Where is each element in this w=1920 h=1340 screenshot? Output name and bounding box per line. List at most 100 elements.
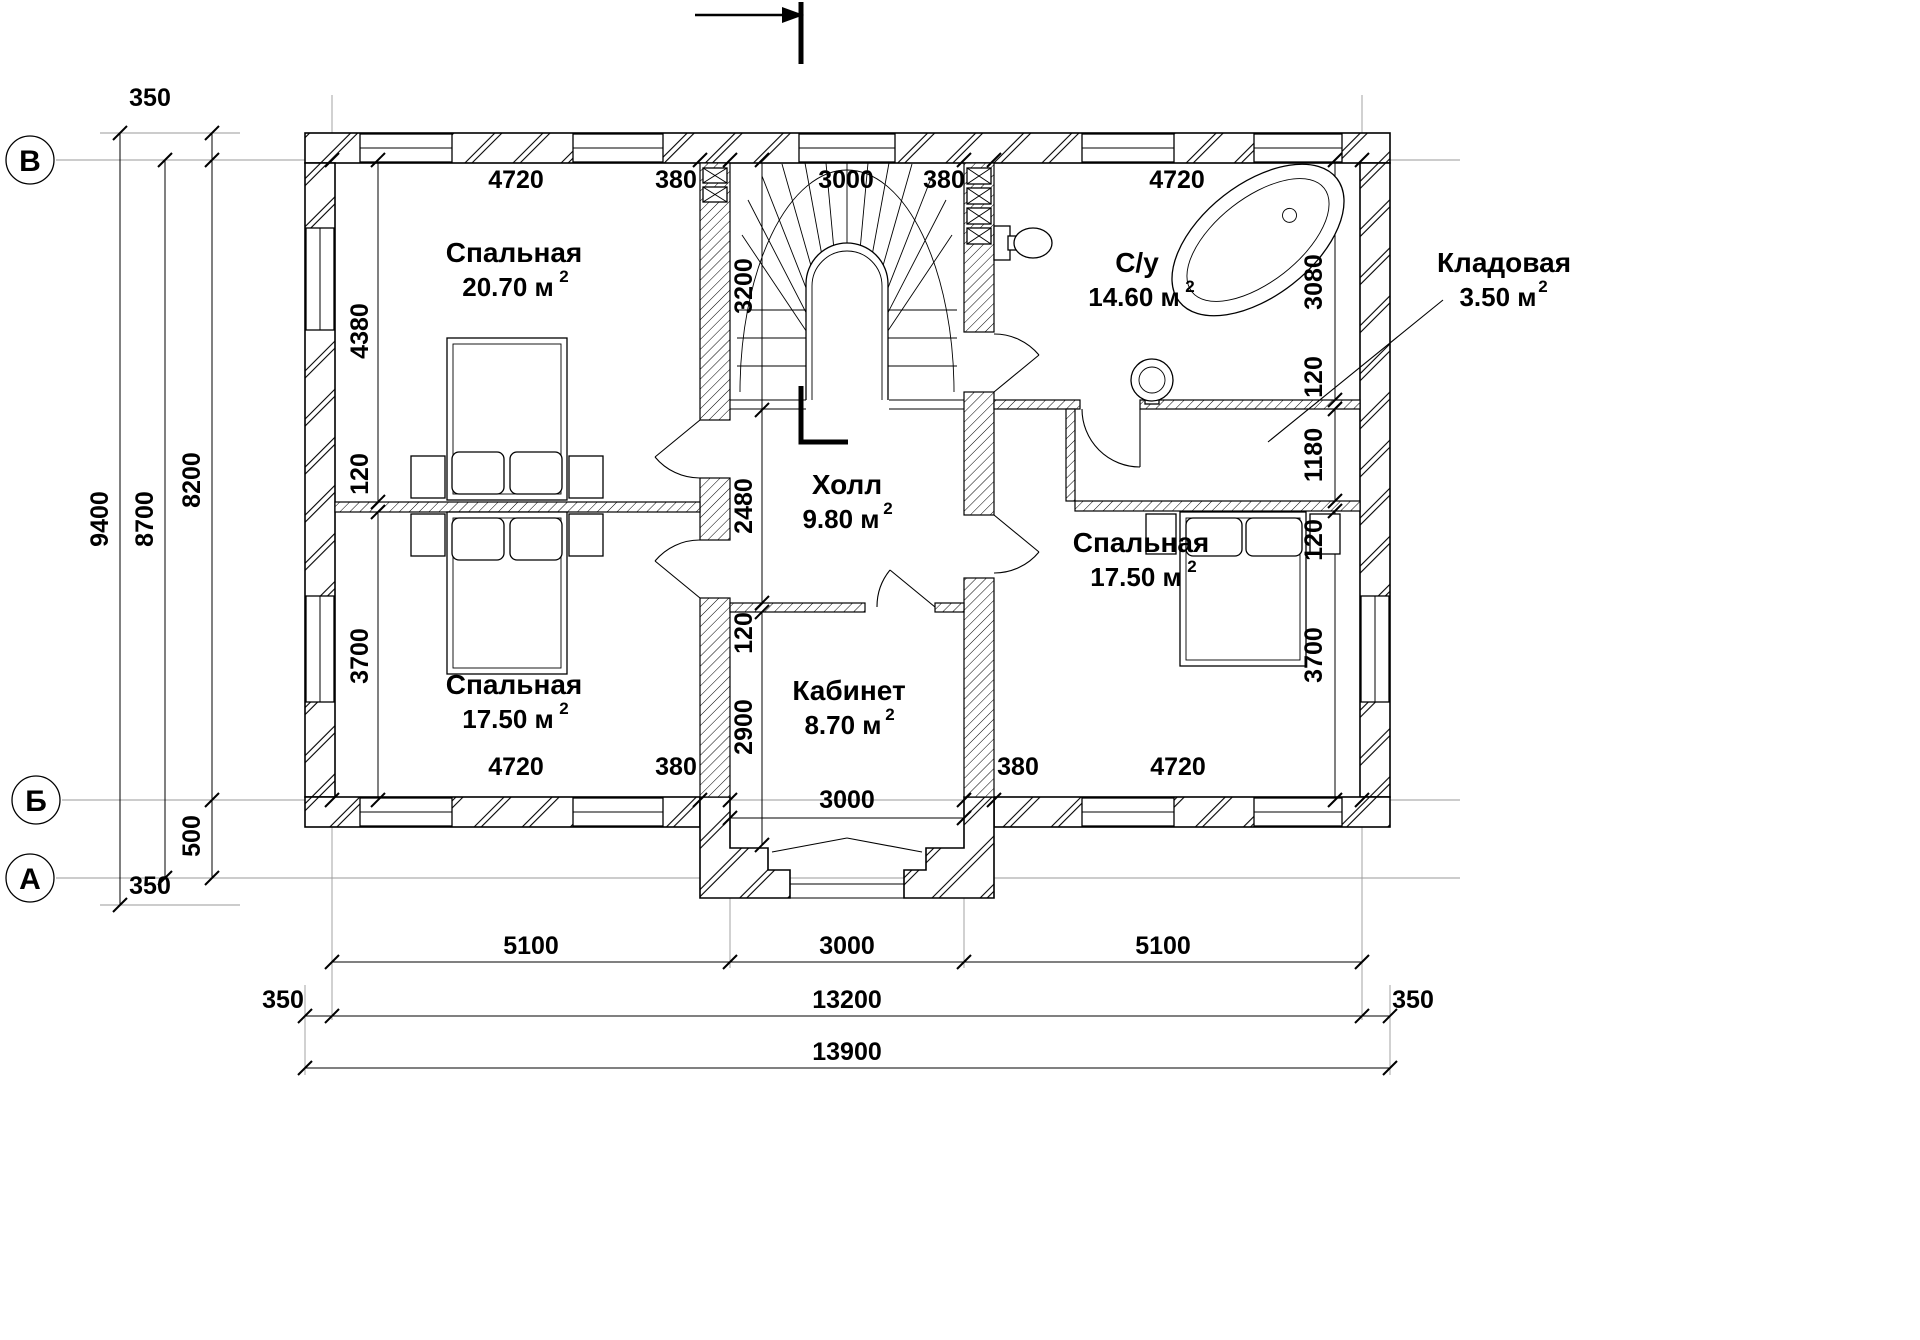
door-office xyxy=(876,569,936,608)
vent-duct xyxy=(702,167,728,184)
room-name-hall: Холл xyxy=(812,469,882,500)
dim-top-e: 4720 xyxy=(1149,166,1205,194)
axis-label-a: А xyxy=(19,863,41,896)
dim-center-c: 120 xyxy=(730,612,758,654)
dim-bottom-inner-a: 4720 xyxy=(488,753,544,781)
room-area-bedroom1: 20.70 м xyxy=(462,272,554,302)
door-bedroom1 xyxy=(654,419,701,479)
bed-bedroom2 xyxy=(410,511,604,675)
interior-walls xyxy=(334,162,1361,798)
dim-bottom-inner-b: 380 xyxy=(655,753,697,781)
vent-duct xyxy=(702,186,728,203)
room-name-storage: Кладовая xyxy=(1437,247,1571,278)
dim-left-inner-a: 4380 xyxy=(346,303,374,359)
doors xyxy=(654,333,1141,853)
dim-bottom2-a: 350 xyxy=(262,986,304,1014)
porch-wall-right xyxy=(903,796,995,899)
dim-right-e: 3700 xyxy=(1300,627,1328,683)
window xyxy=(1253,797,1343,827)
furniture xyxy=(410,163,1345,675)
dim-right-a: 3080 xyxy=(1300,254,1328,310)
room-area-storage: 3.50 м xyxy=(1459,282,1536,312)
room-area-sup: 2 xyxy=(559,699,568,718)
room-area-sup: 2 xyxy=(883,499,892,518)
dim-left-margin-top: 350 xyxy=(129,84,171,112)
dim-left-total: 9400 xyxy=(86,491,114,547)
dim-bottom-inner-c: 3000 xyxy=(819,786,875,814)
porch-wall-left xyxy=(699,796,791,899)
window xyxy=(1081,133,1175,163)
room-name-office: Кабинет xyxy=(792,675,905,706)
room-area-sup: 2 xyxy=(885,705,894,724)
dim-bottom-inner-d: 380 xyxy=(997,753,1039,781)
bed-bedroom3 xyxy=(1145,511,1341,667)
dim-left-inner-b: 120 xyxy=(346,453,374,495)
window xyxy=(1081,797,1175,827)
axis-bubble-v xyxy=(5,135,55,185)
dim-top-d: 380 xyxy=(923,166,965,194)
room-area-bedroom2: 17.50 м xyxy=(462,704,554,734)
dim-center-b: 2480 xyxy=(730,478,758,534)
door-bedroom3 xyxy=(993,514,1040,574)
dim-left-porch: 500 xyxy=(178,815,206,857)
room-area-sup: 2 xyxy=(559,267,568,286)
dim-left-span-axes: 8200 xyxy=(178,452,206,508)
axis-bubble-a xyxy=(5,853,55,903)
room-name-bedroom1: Спальная xyxy=(446,237,583,268)
section-arrow xyxy=(782,7,804,23)
window xyxy=(359,797,453,827)
staircase xyxy=(737,162,957,400)
axis-bubbles: В Б А xyxy=(5,135,61,903)
vent-duct xyxy=(966,227,992,245)
dimension-lines xyxy=(119,133,1390,1069)
room-area-sup: 2 xyxy=(1538,277,1547,296)
door-entry xyxy=(771,837,923,853)
dim-top-c: 3000 xyxy=(818,166,874,194)
windows xyxy=(305,133,1390,827)
room-name-bedroom2: Спальная xyxy=(446,669,583,700)
axis-bubble-b xyxy=(11,775,61,825)
bathtub xyxy=(1171,163,1345,317)
window xyxy=(305,227,335,331)
room-area-bathroom: 14.60 м xyxy=(1088,282,1180,312)
dim-bottom2-c: 350 xyxy=(1392,986,1434,1014)
vent-shafts xyxy=(702,167,992,245)
dim-bottom1-b: 3000 xyxy=(819,932,875,960)
dimension-labels: 4720 380 3000 380 4720 4720 380 3000 380… xyxy=(86,84,1434,1066)
dim-bottom3-a: 13900 xyxy=(812,1038,882,1066)
window xyxy=(572,133,664,163)
bed-bedroom1 xyxy=(410,337,604,501)
window xyxy=(1253,133,1343,163)
dim-bottom1-c: 5100 xyxy=(1135,932,1191,960)
room-area-sup: 2 xyxy=(1187,557,1196,576)
window xyxy=(572,797,664,827)
window xyxy=(1360,595,1390,703)
toilet xyxy=(993,225,1053,261)
sink xyxy=(1130,358,1174,405)
dim-top-b: 380 xyxy=(655,166,697,194)
storage-leader-line xyxy=(1267,299,1444,443)
room-name-bedroom3: Спальная xyxy=(1073,527,1210,558)
vent-duct xyxy=(966,207,992,225)
room-name-bathroom: С/у xyxy=(1115,247,1159,278)
door-storage xyxy=(1081,408,1141,468)
window xyxy=(798,133,896,163)
room-area-bedroom3: 17.50 м xyxy=(1090,562,1182,592)
room-area-hall: 9.80 м xyxy=(802,504,879,534)
room-area-sup: 2 xyxy=(1185,277,1194,296)
vent-duct xyxy=(966,187,992,205)
dim-bottom1-a: 5100 xyxy=(503,932,559,960)
axis-label-v: В xyxy=(19,145,41,178)
dim-left-margin-bottom: 350 xyxy=(129,872,171,900)
dim-right-c: 1180 xyxy=(1300,428,1328,482)
section-marks xyxy=(695,2,848,445)
dim-bottom-inner-e: 4720 xyxy=(1150,753,1206,781)
dim-bottom2-b: 13200 xyxy=(812,986,882,1014)
stair-treads xyxy=(737,309,957,367)
dim-center-d: 2900 xyxy=(730,699,758,755)
dim-left-inner-c: 3700 xyxy=(346,628,374,684)
window xyxy=(305,595,335,703)
dim-right-b: 120 xyxy=(1300,356,1328,398)
